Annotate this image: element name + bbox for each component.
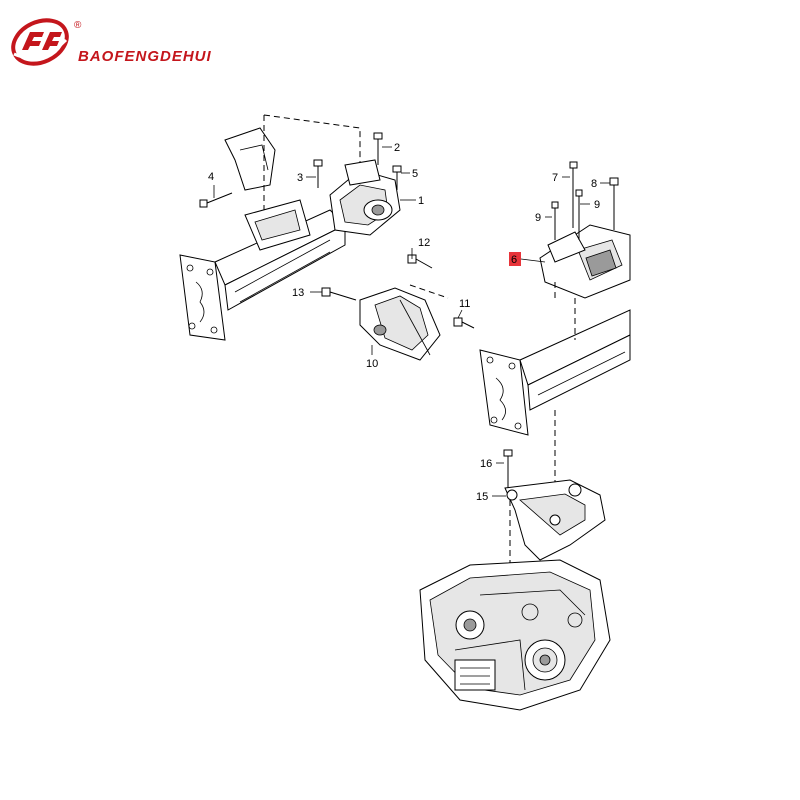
bolt-7 [569, 161, 578, 228]
callout-3: 3 [297, 172, 303, 184]
callout-12: 12 [418, 237, 430, 249]
bf-swoosh-logo-icon [11, 18, 69, 66]
callout-5: 5 [412, 168, 418, 180]
callout-9-b: 9 [594, 199, 600, 211]
bolt-9-b [575, 189, 583, 240]
brand-name: BAOFENGDEHUI [78, 48, 212, 65]
callout-13: 13 [292, 287, 304, 299]
brand-logo: ® BAOFENGDEHUI [8, 10, 268, 74]
callout-6-highlight [509, 252, 521, 266]
bolt-11 [453, 317, 475, 329]
bolt-3 [313, 159, 323, 188]
bolt-9-a [551, 201, 559, 240]
callout-2: 2 [394, 142, 400, 154]
callout-1: 1 [418, 195, 424, 207]
callout-15: 15 [476, 491, 488, 503]
transmission-gearbox [419, 559, 611, 711]
callout-8: 8 [591, 178, 597, 190]
bolt-13 [321, 287, 357, 301]
callout-7: 7 [552, 172, 558, 184]
callout-6: 6 [511, 254, 517, 266]
part-6-gearbox-mount [539, 224, 631, 299]
part-15-gearbox-bracket [504, 479, 606, 561]
callout-11: 11 [459, 298, 470, 310]
callout-9-a: 9 [535, 212, 541, 224]
right-subframe-rail [479, 309, 631, 436]
part-10-pendulum-support [359, 287, 441, 361]
bolt-4 [199, 192, 233, 208]
part-1-engine-mount [329, 159, 401, 236]
callout-4: 4 [208, 171, 214, 183]
callout-10: 10 [366, 358, 378, 370]
callout-16: 16 [480, 458, 492, 470]
registered-mark: ® [74, 20, 82, 31]
bolt-2 [373, 132, 383, 165]
bolt-8 [609, 177, 619, 230]
bolt-16 [503, 449, 513, 488]
bolt-5 [392, 165, 402, 190]
left-upper-bracket [224, 127, 311, 251]
